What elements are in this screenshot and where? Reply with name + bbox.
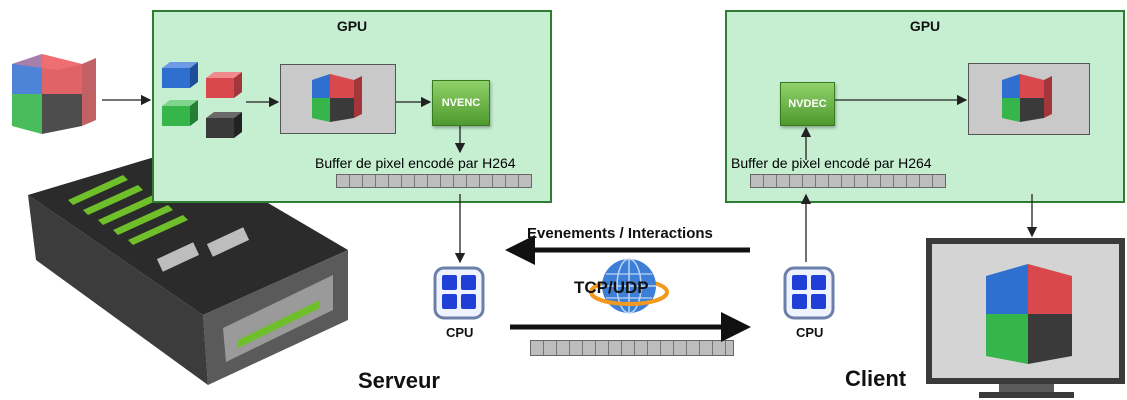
server-caption: Serveur	[358, 368, 440, 393]
protocol-label: TCP/UDP	[574, 278, 649, 297]
server-buffer-label: Buffer de pixel encodé par H264	[315, 155, 516, 171]
monitor-icon	[926, 238, 1125, 398]
nvenc-label: NVENC	[441, 97, 481, 109]
globe-icon	[589, 258, 669, 314]
decoded-cube-icon	[1002, 74, 1052, 122]
client-pixel-buffer	[750, 174, 946, 188]
server-pixel-buffer	[336, 174, 532, 188]
server-gpu-title: GPU	[336, 18, 368, 34]
server-hardware-icon	[28, 150, 348, 385]
client-gpu-title: GPU	[909, 18, 941, 34]
client-cpu-icon	[783, 266, 835, 320]
client-cpu-label: CPU	[796, 325, 824, 340]
server-cpu-icon	[433, 266, 485, 320]
nvdec-label: NVDEC	[788, 98, 827, 110]
events-label: Evenements / Interactions	[527, 225, 713, 242]
nvdec-decoder: NVDEC	[780, 82, 835, 126]
network-pixel-buffer	[530, 340, 734, 356]
client-buffer-label: Buffer de pixel encodé par H264	[731, 155, 932, 171]
nvenc-encoder: NVENC	[432, 80, 490, 126]
client-caption: Client	[845, 366, 907, 391]
scene-cube-icon	[12, 54, 96, 134]
rendered-cube-icon	[312, 74, 362, 122]
scene-pieces-icon	[162, 62, 242, 138]
server-cpu-label: CPU	[446, 325, 474, 340]
